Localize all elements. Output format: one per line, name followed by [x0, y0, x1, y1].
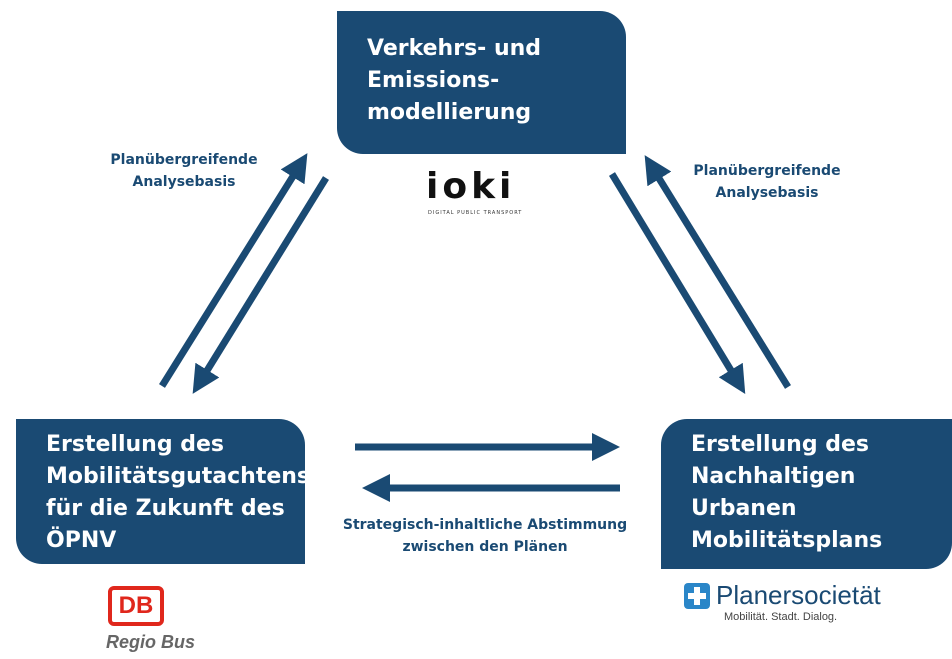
ioki-tagline: DIGITAL PUBLIC TRANSPORT	[428, 210, 523, 216]
label-line: Strategisch-inhaltliche Abstimmung	[342, 517, 628, 533]
ioki-logo: ioki DIGITAL PUBLIC TRANSPORT	[418, 166, 530, 226]
label-left-arrows: Planübergreifende Analysebasis	[94, 149, 274, 193]
db-logo: DB	[108, 586, 164, 626]
box-traffic-emission-modelling: Verkehrs- und Emissions- modellierung	[337, 11, 626, 154]
box-text: ÖPNV	[46, 528, 117, 553]
box-text: Mobilitätsgutachtens	[46, 464, 311, 489]
arrow-right-down	[609, 172, 746, 394]
label-line: Planübergreifende	[693, 163, 841, 179]
box-text: Mobilitätsplans	[691, 528, 883, 553]
box-text: Verkehrs- und	[367, 36, 542, 61]
box-text: Nachhaltigen	[691, 464, 856, 489]
box-text: Erstellung des	[691, 432, 869, 457]
label-line: zwischen den Plänen	[402, 539, 568, 555]
planersocietaet-tagline: Mobilität. Stadt. Dialog.	[724, 611, 838, 623]
planersocietaet-icon	[684, 583, 710, 609]
label-right-arrows: Planübergreifende Analysebasis	[677, 160, 857, 204]
planersocietaet-name: Planersocietät	[716, 580, 881, 610]
label-bottom-arrows: Strategisch-inhaltliche Abstimmung zwisc…	[330, 514, 640, 558]
arrow-right-up	[644, 155, 791, 389]
box-text: Erstellung des	[46, 432, 224, 457]
box-sustainable-mobility-plan: Erstellung des Nachhaltigen Urbanen Mobi…	[661, 419, 952, 569]
label-line: Analysebasis	[132, 174, 236, 190]
arrow-left-down	[192, 176, 329, 394]
db-regio-bus-label: Regio Bus	[106, 632, 196, 652]
box-text: Urbanen	[691, 496, 797, 521]
box-text: modellierung	[367, 100, 532, 125]
box-text: für die Zukunft des	[46, 496, 285, 521]
arrow-left-up	[159, 153, 308, 388]
ioki-wordmark: ioki	[426, 166, 516, 207]
box-text: Emissions-	[367, 68, 500, 93]
label-line: Analysebasis	[715, 185, 819, 201]
label-line: Planübergreifende	[110, 152, 258, 168]
box-mobility-report: Erstellung des Mobilitätsgutachtens für …	[16, 419, 311, 564]
